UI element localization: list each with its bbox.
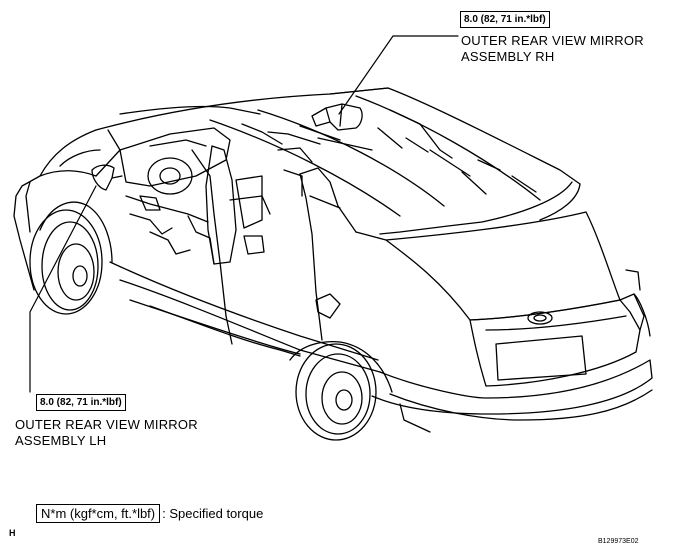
callout-lh-line2: ASSEMBLY LH	[15, 433, 107, 448]
mirror-rh	[311, 103, 363, 131]
torque-spec-rh: 8.0 (82, 71 in.*lbf)	[460, 11, 550, 28]
leader-line-lh	[29, 185, 97, 393]
mirror-lh	[91, 164, 123, 191]
torque-spec-lh: 8.0 (82, 71 in.*lbf)	[36, 394, 126, 411]
callout-mirror-rh: OUTER REAR VIEW MIRROR ASSEMBLY RH	[461, 33, 644, 65]
callout-rh-line1: OUTER REAR VIEW MIRROR	[461, 33, 644, 48]
corner-mark: H	[9, 528, 16, 538]
legend-description: : Specified torque	[162, 506, 264, 521]
callout-rh-line2: ASSEMBLY RH	[461, 49, 555, 64]
legend-unit-box: N*m (kgf*cm, ft.*lbf)	[36, 504, 161, 523]
callout-lh-line1: OUTER REAR VIEW MIRROR	[15, 417, 198, 432]
figure-code: B129973E02	[598, 538, 639, 545]
leader-line-rh	[338, 35, 459, 115]
vehicle-body	[13, 87, 653, 441]
callout-mirror-lh: OUTER REAR VIEW MIRROR ASSEMBLY LH	[15, 417, 198, 449]
leader-lines	[29, 35, 459, 393]
torque-legend: N*m (kgf*cm, ft.*lbf): Specified torque	[36, 504, 263, 523]
